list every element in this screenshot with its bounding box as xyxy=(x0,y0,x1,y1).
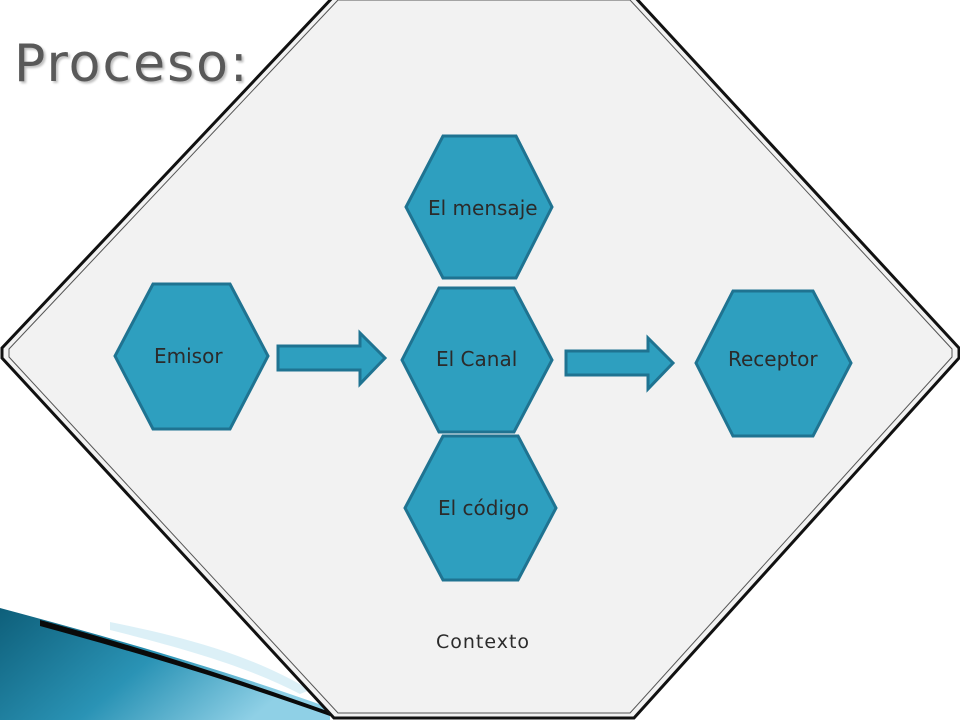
hexagon-canal xyxy=(400,286,554,434)
node-label-canal: El Canal xyxy=(436,347,518,371)
hexagon-codigo xyxy=(403,434,558,582)
arrow-emisor-to-canal xyxy=(276,329,388,388)
node-label-codigo: El código xyxy=(438,496,529,520)
arrow-canal-to-receptor xyxy=(564,334,676,393)
context-label: Contexto xyxy=(436,631,531,653)
hexagon-receptor xyxy=(694,289,853,438)
hexagon-emisor xyxy=(113,282,270,431)
node-label-mensaje: El mensaje xyxy=(428,196,538,220)
node-label-receptor: Receptor xyxy=(728,347,818,371)
context-octagon-inner-border xyxy=(8,0,953,714)
corner-swoosh-decoration xyxy=(0,608,330,720)
slide-title: Proceso: xyxy=(14,34,250,94)
node-label-emisor: Emisor xyxy=(154,344,223,368)
hexagon-mensaje xyxy=(404,134,554,280)
